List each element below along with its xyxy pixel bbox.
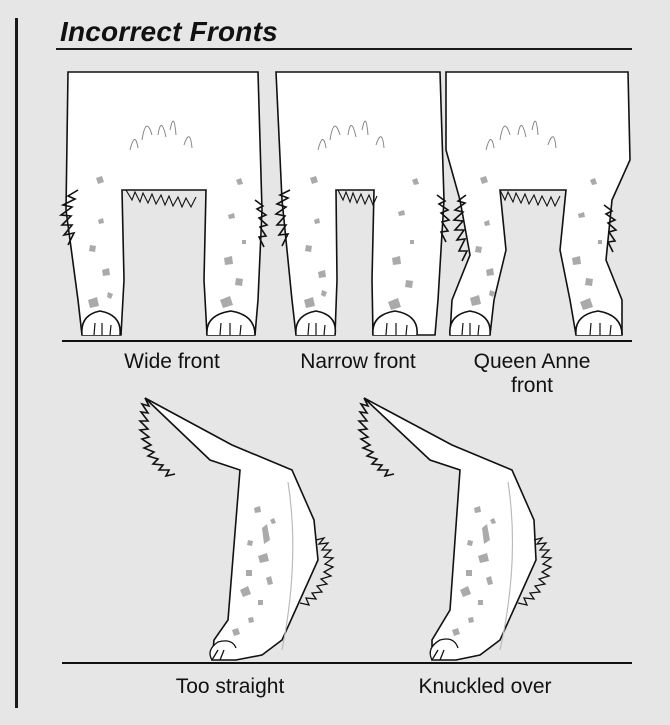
- queen-anne-front-illustration: [446, 72, 630, 335]
- narrow-front-illustration: [276, 72, 449, 335]
- caption-queen-anne-front: Queen Anne front: [452, 350, 612, 398]
- wide-front-illustration: [61, 72, 267, 335]
- too-straight-illustration: [140, 398, 333, 660]
- caption-knuckled-over: Knuckled over: [385, 675, 585, 699]
- caption-too-straight: Too straight: [140, 675, 320, 699]
- caption-narrow-front: Narrow front: [273, 350, 443, 374]
- knuckled-over-illustration: [359, 398, 551, 660]
- caption-wide-front: Wide front: [92, 350, 252, 374]
